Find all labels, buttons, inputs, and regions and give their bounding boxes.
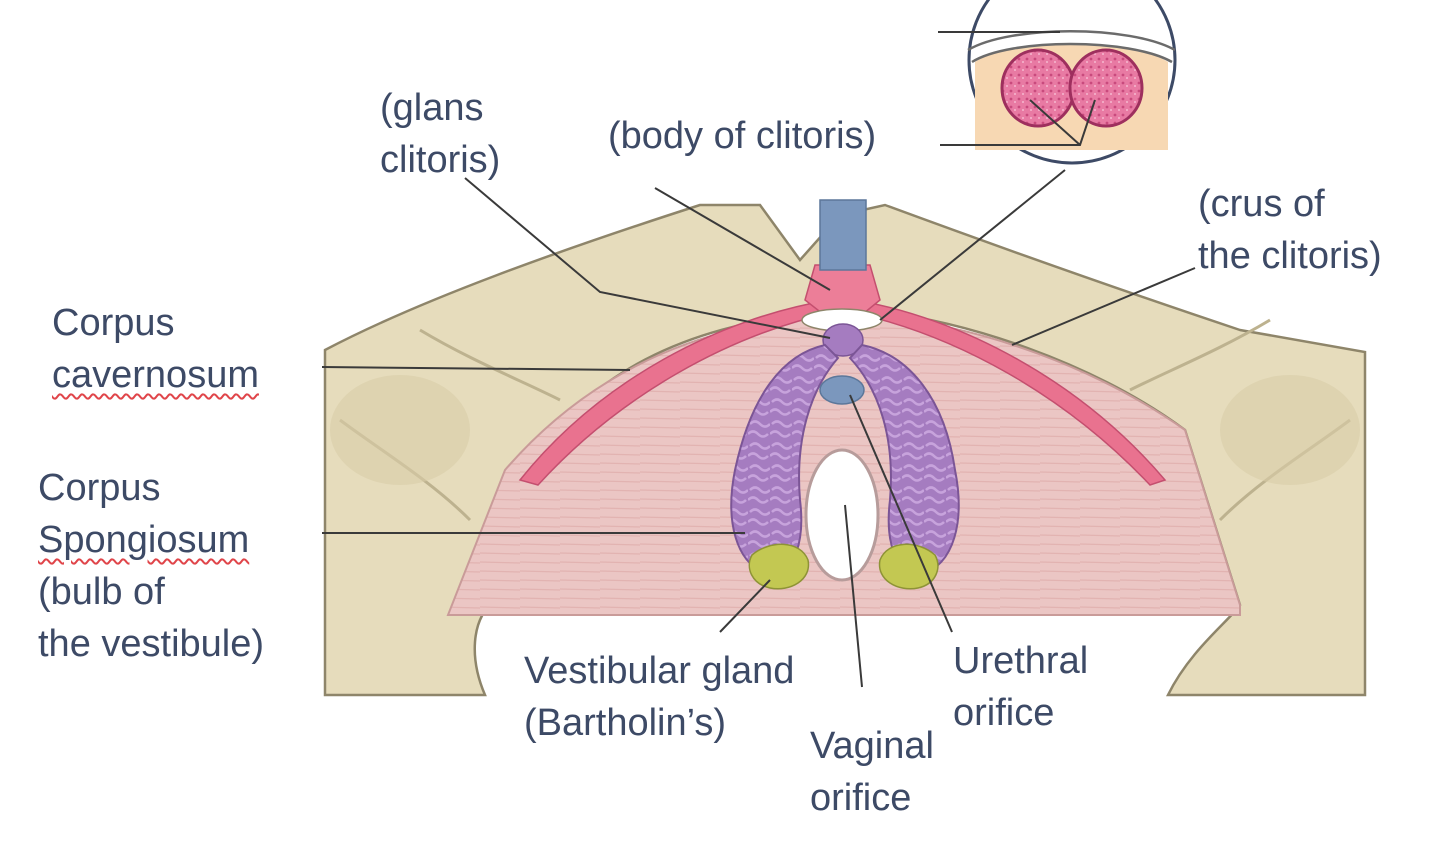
label-glans-clitoris: (glans clitoris) [380,82,500,186]
suspensory-ligament [819,199,867,271]
label-crus-of-clitoris: (crus of the clitoris) [1198,178,1382,282]
right-vestibular-gland [878,543,939,590]
label-cavernosum-line-2: cavernosum [52,354,259,396]
inset-corpus-left [1000,48,1076,128]
label-body-line-1: (body of clitoris) [608,115,877,157]
vaginal-orifice-shape [804,448,880,582]
label-glans-line-2: clitoris) [380,139,501,181]
cross-section-inset [967,0,1177,165]
label-vaginal-line-2: orifice [810,777,912,819]
label-spongiosum-line-3: (bulb of [38,571,165,613]
label-urethral-line-2: orifice [953,692,1055,734]
label-vestibular-line-2: (Bartholin’s) [524,702,727,744]
label-corpus-spongiosum: Corpus Spongiosum (bulb of the vestibule… [38,462,264,670]
inset-corpus-right [1068,48,1144,128]
urethral-orifice-shape [819,375,865,405]
label-vaginal-line-1: Vaginal [810,725,934,767]
label-urethral-orifice: Urethral orifice [953,635,1088,739]
bone-shading-right [1220,375,1360,485]
label-crus-line-2: the clitoris) [1198,235,1382,277]
left-vestibular-gland [748,543,810,590]
label-cavernosum-line-1: Corpus [52,302,175,344]
label-vestibular-gland: Vestibular gland (Bartholin’s) [524,645,794,749]
glans [822,323,864,357]
label-vestibular-line-1: Vestibular gland [524,650,795,692]
label-spongiosum-line-1: Corpus [38,467,161,509]
label-corpus-cavernosum: Corpus cavernosum [52,297,259,401]
label-urethral-line-1: Urethral [953,640,1089,682]
label-spongiosum-line-4: the vestibule) [38,623,265,665]
label-glans-line-1: (glans [380,87,484,129]
label-vaginal-orifice: Vaginal orifice [810,720,934,824]
bone-shading-left [330,375,470,485]
label-spongiosum-line-2: Spongiosum [38,519,250,561]
label-crus-line-1: (crus of [1198,183,1325,225]
leader-lines [321,31,1196,688]
label-body-of-clitoris: (body of clitoris) [608,110,876,162]
